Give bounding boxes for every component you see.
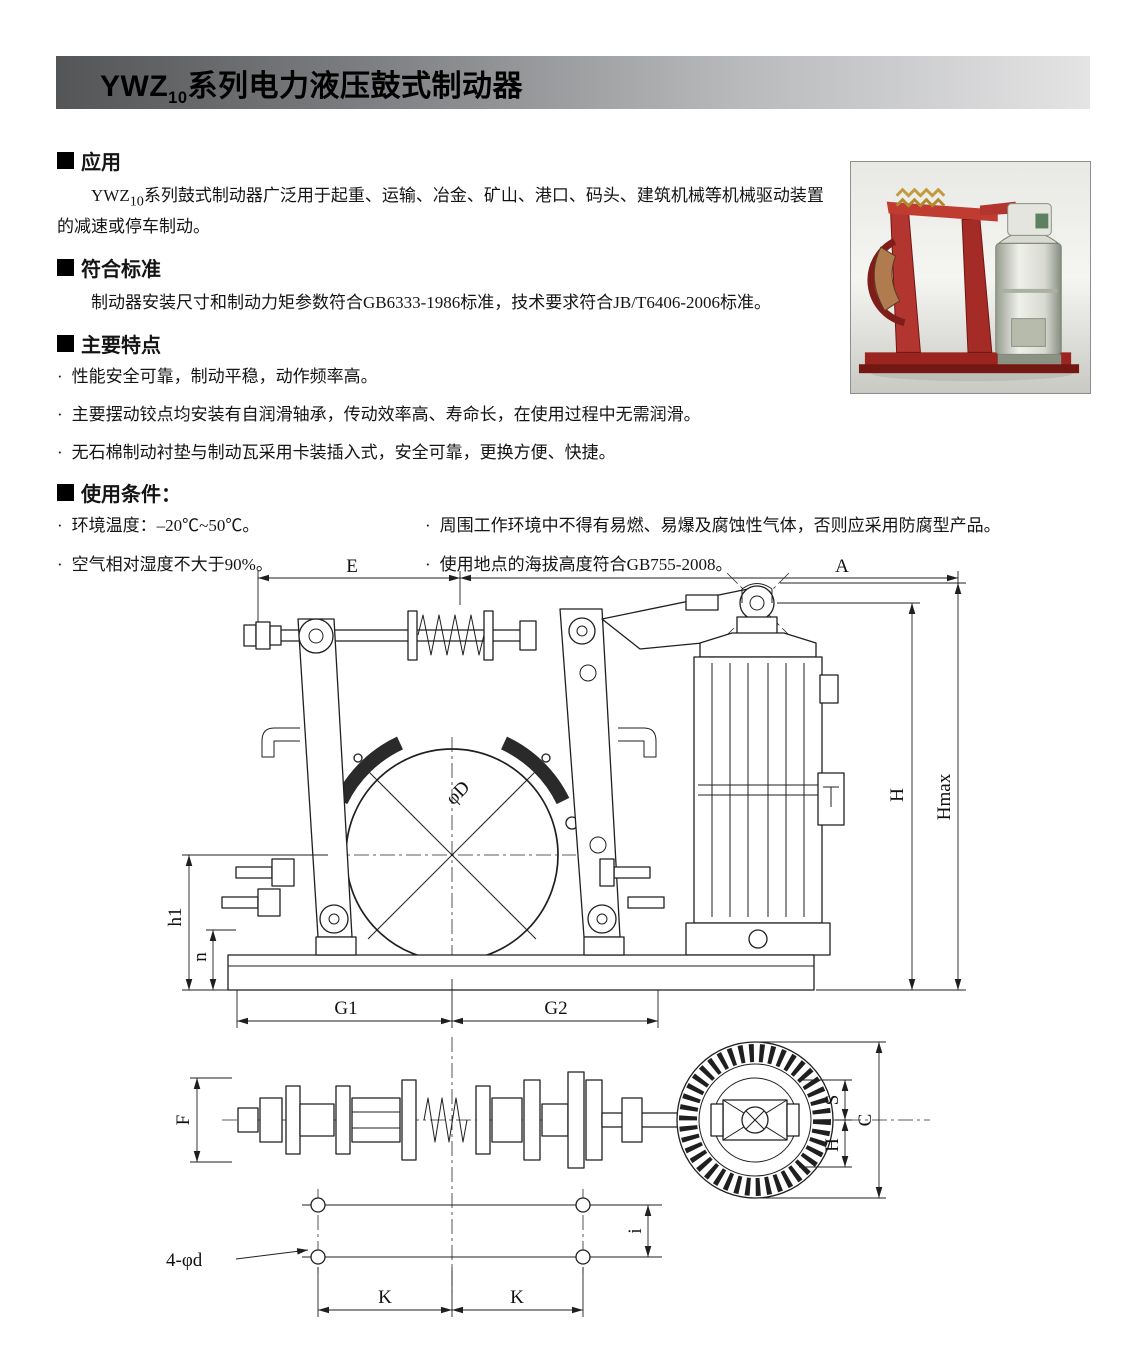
application-heading: 应用 <box>57 146 1089 175</box>
brake-product-image <box>851 162 1090 393</box>
dim-label-G2: G2 <box>544 998 567 1019</box>
title-suffix: 系列电力液压鼓式制动器 <box>187 69 524 103</box>
bullet-icon: · <box>425 554 431 574</box>
foundation-holes <box>302 1189 662 1273</box>
condition-text: 环境温度：–20℃~50℃。 <box>71 516 260 536</box>
conditions-right-column: · 周围工作环境中不得有易燃、易爆及腐蚀性气体，否则应采用防腐型产品。 · 使用地点… <box>425 514 1089 591</box>
content-area: 应用 YWZ10系列鼓式制动器广泛用于起重、运输、冶金、矿山、港口、码头、建筑机… <box>57 146 1089 591</box>
thruster-top-view <box>676 1041 834 1199</box>
bullet-icon: · <box>425 516 431 536</box>
brake-release-rod <box>243 610 537 661</box>
dimension-E-A: E A <box>257 556 959 625</box>
feature-text: 主要摆动铰点均安装有自润滑轴承，传动效率高、寿命长，在使用过程中无需润滑。 <box>71 404 701 424</box>
section-application: 应用 YWZ10系列鼓式制动器广泛用于起重、运输、冶金、矿山、港口、码头、建筑机… <box>57 146 1089 242</box>
section-standards: 符合标准 制动器安装尺寸和制动力矩参数符合GB6333-1986标准，技术要求符… <box>57 253 1089 318</box>
dim-label-C: C <box>855 1114 876 1127</box>
list-item: · 使用地点的海拔高度符合GB755-2008。 <box>425 553 1089 578</box>
bullet-icon: · <box>57 404 63 424</box>
list-item: · 主要摆动铰点均安装有自润滑轴承，传动效率高、寿命长，在使用过程中无需润滑。 <box>57 403 849 428</box>
bullet-icon: · <box>57 367 63 387</box>
feature-text: 无石棉制动衬垫与制动瓦采用卡装插入式，安全可靠，更换方便、快捷。 <box>71 442 616 462</box>
list-item: · 无石棉制动衬垫与制动瓦采用卡装插入式，安全可靠，更换方便、快捷。 <box>57 441 849 466</box>
conditions-columns: · 环境温度：–20℃~50℃。 · 空气相对湿度不大于90%。 · 周围工作环境中不… <box>57 514 1089 591</box>
dimension-G1-G2: G1 G2 <box>236 979 659 1028</box>
left-brake-arm <box>261 618 353 938</box>
dim-label-Hmax: Hmax <box>934 773 955 820</box>
standards-heading: 符合标准 <box>57 253 1089 282</box>
dim-label-h1: h1 <box>165 908 186 927</box>
mounting-bolts-left <box>221 858 295 917</box>
product-photo <box>850 161 1091 394</box>
section-marker-icon <box>57 484 74 502</box>
conditions-left-column: · 环境温度：–20℃~50℃。 · 空气相对湿度不大于90%。 <box>57 514 425 591</box>
bullet-icon: · <box>57 554 63 574</box>
brake-dimension-drawing: E A φD <box>165 556 966 1317</box>
label-4-phi-d: 4-φd <box>166 1248 309 1271</box>
section-marker-icon <box>57 259 74 277</box>
dim-label-K2: K <box>510 1287 524 1308</box>
list-item: · 周围工作环境中不得有易燃、易爆及腐蚀性气体，否则应采用防腐型产品。 <box>425 514 1089 539</box>
thruster <box>685 616 845 956</box>
condition-text: 使用地点的海拔高度符合GB755-2008。 <box>439 554 733 574</box>
arm-assembly-top-view <box>237 1071 685 1169</box>
list-item: · 环境温度：–20℃~50℃。 <box>57 514 425 539</box>
standards-text: 制动器安装尺寸和制动力矩参数符合GB6333-1986标准，技术要求符合JB/T… <box>91 293 771 313</box>
holes-count-label: 4-φd <box>166 1250 203 1271</box>
list-item: · 空气相对湿度不大于90%。 <box>57 553 425 578</box>
base-plate <box>227 936 815 991</box>
section-features: 主要特点 · 性能安全可靠，制动平稳，动作频率高。 · 主要摆动铰点均安装有自润滑轴… <box>57 329 1089 465</box>
dim-label-n: n <box>190 952 211 962</box>
dimension-F: F <box>173 1077 232 1163</box>
dim-label-H2: H <box>822 1138 843 1152</box>
conditions-heading-text: 使用条件： <box>81 484 181 507</box>
dimension-h1-n: h1 n <box>165 854 328 991</box>
features-list: · 性能安全可靠，制动平稳，动作频率高。 · 主要摆动铰点均安装有自润滑轴承，传动效… <box>57 365 1089 465</box>
dimension-S-H-C: S H C <box>760 1041 886 1199</box>
application-text-subscript: 10 <box>129 193 144 210</box>
dim-label-phiD: φD <box>442 777 474 809</box>
feature-text: 性能安全可靠，制动平稳，动作频率高。 <box>71 367 378 387</box>
title-subscript: 10 <box>168 88 188 107</box>
application-text-body: 系列鼓式制动器广泛用于起重、运输、冶金、矿山、港口、码头、建筑机械等机械驱动装置… <box>57 186 824 237</box>
application-text: YWZ10系列鼓式制动器广泛用于起重、运输、冶金、矿山、港口、码头、建筑机械等机… <box>57 182 835 242</box>
section-marker-icon <box>57 152 74 169</box>
right-brake-arm <box>559 608 657 938</box>
bullet-icon: · <box>57 516 63 536</box>
application-heading-text: 应用 <box>81 152 121 174</box>
features-heading-text: 主要特点 <box>81 335 161 358</box>
title-prefix: YWZ <box>100 69 169 103</box>
mounting-bolts-right <box>599 858 665 909</box>
dim-label-K1: K <box>378 1287 392 1308</box>
page-header: YWZ10系列电力液压鼓式制动器 <box>56 56 1090 109</box>
list-item: · 性能安全可靠，制动平稳，动作频率高。 <box>57 365 849 390</box>
condition-text: 周围工作环境中不得有易燃、易爆及腐蚀性气体，否则应采用防腐型产品。 <box>439 516 1001 536</box>
page-title: YWZ10系列电力液压鼓式制动器 <box>56 61 524 107</box>
dim-label-H: H <box>887 788 908 802</box>
section-marker-icon <box>57 335 74 353</box>
dim-label-G1: G1 <box>334 998 357 1019</box>
application-text-prefix: YWZ <box>91 186 130 205</box>
bullet-icon: · <box>57 442 63 462</box>
dim-label-S: S <box>822 1095 843 1106</box>
technical-drawing: E A φD <box>0 545 1145 1355</box>
dimension-K-K: K K <box>317 1267 584 1317</box>
features-heading: 主要特点 <box>57 329 1089 358</box>
dimension-i: i <box>625 1205 652 1257</box>
conditions-heading: 使用条件： <box>57 478 1089 507</box>
dim-label-A: A <box>835 556 849 577</box>
dim-label-E: E <box>346 556 358 577</box>
condition-text: 空气相对湿度不大于90%。 <box>71 554 273 574</box>
dimension-H-Hmax: H Hmax <box>777 582 966 991</box>
dim-label-F: F <box>173 1115 194 1126</box>
dim-label-i: i <box>625 1228 646 1233</box>
standards-heading-text: 符合标准 <box>81 259 161 282</box>
section-conditions: 使用条件： · 环境温度：–20℃~50℃。 · 空气相对湿度不大于90%。 · 周围… <box>57 478 1089 591</box>
